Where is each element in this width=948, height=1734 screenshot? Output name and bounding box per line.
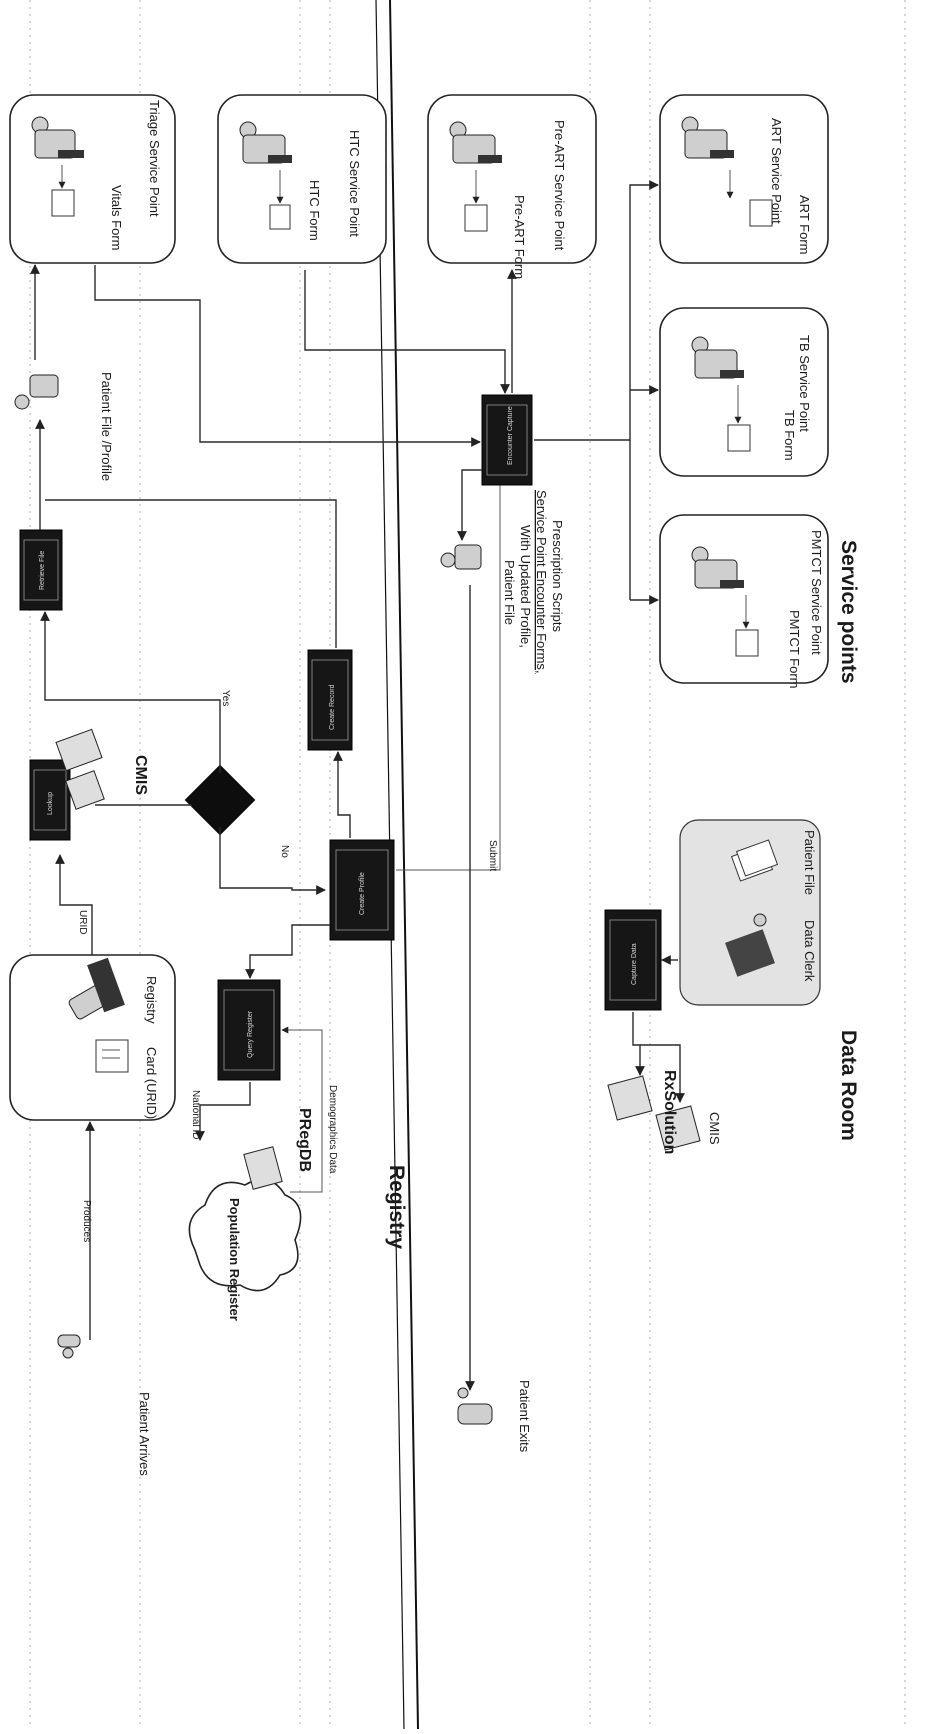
data-room-zone-label: Data Room <box>837 1030 860 1141</box>
registry-desk-label: Registry <box>144 976 159 1024</box>
patient-file-updated-line-3: Service Point Encounter Forms, <box>534 490 549 674</box>
pre-art-service-box <box>428 95 596 263</box>
htc-service-point-label: HTC Service Point <box>347 130 362 237</box>
pre-art-service-point-label: Pre-ART Service Point <box>552 120 567 251</box>
art-form-label: ART Form <box>797 195 812 254</box>
patient-exits-icon <box>458 1388 492 1424</box>
pre-art-form-icon <box>465 205 487 231</box>
patient-arrives-label: Patient Arrives <box>137 1392 152 1476</box>
pmtct-form-icon <box>736 630 758 656</box>
rxsolution-label: RxSolution <box>661 1070 678 1154</box>
vitals-form-label: Vitals Form <box>109 185 124 251</box>
pmtct-form-label: PMTCT Form <box>787 610 802 688</box>
svg-text:Capture Data: Capture Data <box>631 943 638 985</box>
patient-file-updated-line-2: With Updated Profile, <box>518 525 533 648</box>
no-label: No <box>279 845 290 858</box>
yes-label: Yes <box>220 690 231 706</box>
art-form-icon <box>750 200 772 226</box>
triage-service-point-label: Triage Service Point <box>147 100 162 217</box>
cmis-dataroom-label: CMIS <box>707 1112 722 1145</box>
card-icon <box>96 1040 128 1072</box>
card-urid-label: Card (URID) <box>144 1047 159 1119</box>
demographics-data-label: Demographics Data <box>327 1085 338 1174</box>
patient-file-profile-icon <box>15 375 58 409</box>
patient-exists-decision <box>185 765 256 836</box>
tb-form-icon <box>728 425 750 451</box>
national-id-label: National ID <box>190 1090 201 1139</box>
service-point-encounter-process: Encounter Capture <box>482 395 532 485</box>
patient-file-updated-line-1: Patient File <box>502 560 517 625</box>
data-clerk-label: Data Clerk <box>802 920 817 982</box>
pmtct-service-point-label: PMTCT Service Point <box>809 530 824 655</box>
urid-label: URID <box>77 910 88 934</box>
pre-art-form-label: Pre-ART Form <box>512 195 527 279</box>
htc-form-label: HTC Form <box>307 180 322 241</box>
rxsolution-server-icon <box>608 1076 652 1120</box>
patient-file-profile-label: Patient File /Profile <box>99 372 114 481</box>
svg-text:Retrieve File: Retrieve File <box>39 551 46 590</box>
create-record-process: Create Record <box>308 650 352 750</box>
population-register-cloud <box>189 1179 300 1290</box>
cmis-top-label: CMIS <box>132 755 149 795</box>
svg-text:Create Profile: Create Profile <box>359 872 366 915</box>
vitals-form-icon <box>52 190 74 216</box>
create-profile-process: Create Profile <box>330 840 394 940</box>
data-entry-process: Capture Data <box>605 910 661 1010</box>
art-service-point-label: ART Service Point <box>769 118 784 224</box>
retrieve-patient-file-process: Retrieve File <box>20 530 62 610</box>
svg-text:Query Register: Query Register <box>247 1010 254 1058</box>
pregdb-label: PRegDB <box>296 1108 313 1172</box>
submit-label: Submit <box>487 840 498 871</box>
patient-file-dataroom-label: Patient File <box>802 830 817 895</box>
produces-label: Produces <box>81 1200 92 1242</box>
patient-arrives-icon <box>58 1335 80 1358</box>
patient-file-updated-line-4: Prescription Scripts <box>550 520 565 632</box>
patient-exits-label: Patient Exits <box>517 1380 532 1453</box>
cmis-lookup-process: Lookup <box>30 760 70 840</box>
tb-service-point-label: TB Service Point <box>797 335 812 432</box>
service-points-zone-label: Service points <box>837 540 860 684</box>
htc-form-icon <box>270 205 290 229</box>
tb-form-label: TB Form <box>782 410 797 461</box>
svg-text:Lookup: Lookup <box>47 792 54 815</box>
svg-text:Encounter Capture: Encounter Capture <box>507 406 514 465</box>
population-register-query-process: Query Register <box>218 980 280 1080</box>
patient-file-updated-icon <box>441 545 481 569</box>
population-register-label: Population Register <box>227 1198 242 1321</box>
registry-zone-label: Registry <box>385 1165 408 1249</box>
svg-text:Create Record: Create Record <box>329 684 336 730</box>
